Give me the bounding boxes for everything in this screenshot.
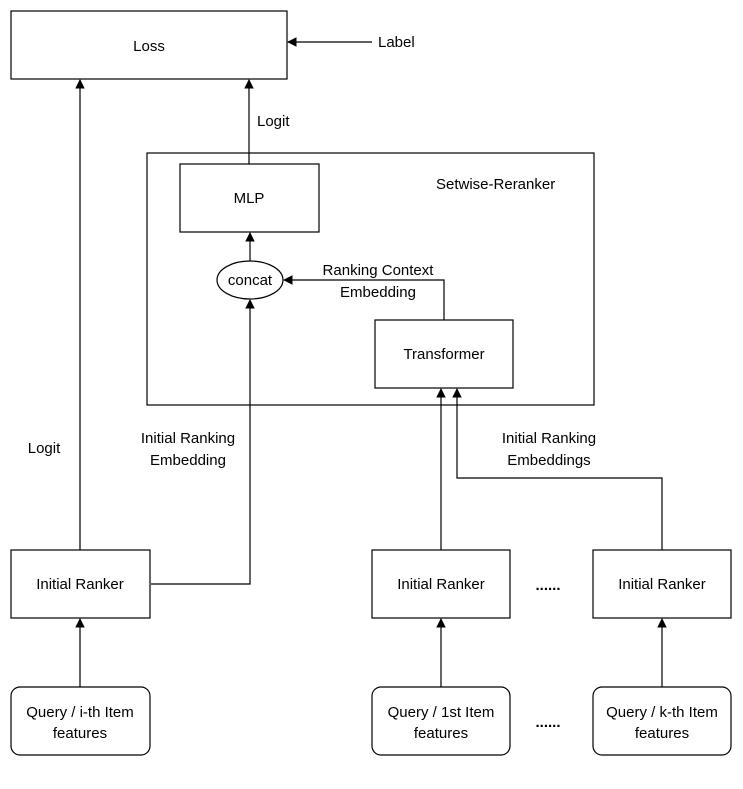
transformer-to-concat-arrow xyxy=(283,275,445,320)
logit-left-label: Logit xyxy=(28,440,61,457)
query-i-label-1: Query / i-th Item xyxy=(26,704,134,721)
query-1-label-1: Query / 1st Item xyxy=(388,704,495,721)
mlp-label: MLP xyxy=(234,190,265,207)
ranker-i-to-concat-arrow xyxy=(151,299,255,585)
concat-label: concat xyxy=(228,272,273,289)
initial-ranker-i-box xyxy=(10,549,151,619)
query-k-box xyxy=(592,686,732,756)
query-1-label-2: features xyxy=(414,725,468,742)
queries-ellipsis: ...... xyxy=(535,714,560,731)
ranking-context-label-1: Ranking Context xyxy=(323,262,435,279)
query-k-label-2: features xyxy=(635,725,689,742)
logit-top-label: Logit xyxy=(257,113,290,130)
transformer-label: Transformer xyxy=(403,346,484,363)
initial-ranking-embeddings-label-2: Embeddings xyxy=(507,452,590,469)
ranking-context-label-2: Embedding xyxy=(340,284,416,301)
query-i-box xyxy=(10,686,151,756)
initial-ranking-embedding-label-2: Embedding xyxy=(150,452,226,469)
initial-ranking-embeddings-label-1: Initial Ranking xyxy=(502,430,596,447)
initial-ranker-1-box xyxy=(371,549,511,619)
loss-box xyxy=(10,10,288,80)
initial-ranker-i-label: Initial Ranker xyxy=(36,576,124,593)
rankers-ellipsis: ...... xyxy=(535,577,560,594)
query-1-box xyxy=(371,686,511,756)
initial-ranker-k-box xyxy=(592,549,732,619)
loss-label: Loss xyxy=(133,38,165,55)
label-text: Label xyxy=(378,34,415,51)
initial-ranker-k-label: Initial Ranker xyxy=(618,576,706,593)
query-i-label-2: features xyxy=(53,725,107,742)
initial-ranking-embedding-label-1: Initial Ranking xyxy=(141,430,235,447)
setwise-reranker-title: Setwise-Reranker xyxy=(436,176,555,193)
query-k-label-1: Query / k-th Item xyxy=(606,704,718,721)
initial-ranker-1-label: Initial Ranker xyxy=(397,576,485,593)
ranker-k-to-transformer-arrow xyxy=(452,388,663,550)
